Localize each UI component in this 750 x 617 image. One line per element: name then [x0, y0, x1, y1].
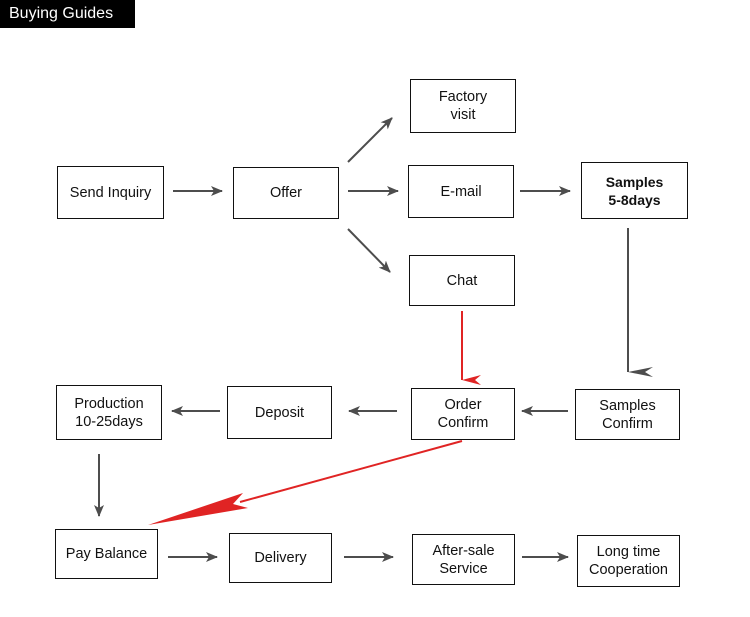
- node-samples: Samples 5-8days: [581, 162, 688, 219]
- node-samples-confirm: Samples Confirm: [575, 389, 680, 440]
- node-order-confirm: Order Confirm: [411, 388, 515, 440]
- red-arrowhead-pay-balance: [148, 493, 248, 525]
- node-offer: Offer: [233, 167, 339, 219]
- node-pay-balance: Pay Balance: [55, 529, 158, 579]
- node-chat: Chat: [409, 255, 515, 306]
- node-send-inquiry: Send Inquiry: [57, 166, 164, 219]
- node-factory-visit: Factory visit: [410, 79, 516, 133]
- node-after-sale: After-sale Service: [412, 534, 515, 585]
- node-deposit: Deposit: [227, 386, 332, 439]
- node-delivery: Delivery: [229, 533, 332, 583]
- arrow-offer-to-chat: [347, 228, 391, 273]
- node-email: E-mail: [408, 165, 514, 218]
- section-title: Buying Guides: [0, 0, 135, 28]
- node-production: Production 10-25days: [56, 385, 162, 440]
- arrow-order-confirm-to-pay-balance: [239, 440, 463, 503]
- node-long-time-cooperation: Long time Cooperation: [577, 535, 680, 587]
- arrow-offer-to-factory-visit: [347, 117, 393, 163]
